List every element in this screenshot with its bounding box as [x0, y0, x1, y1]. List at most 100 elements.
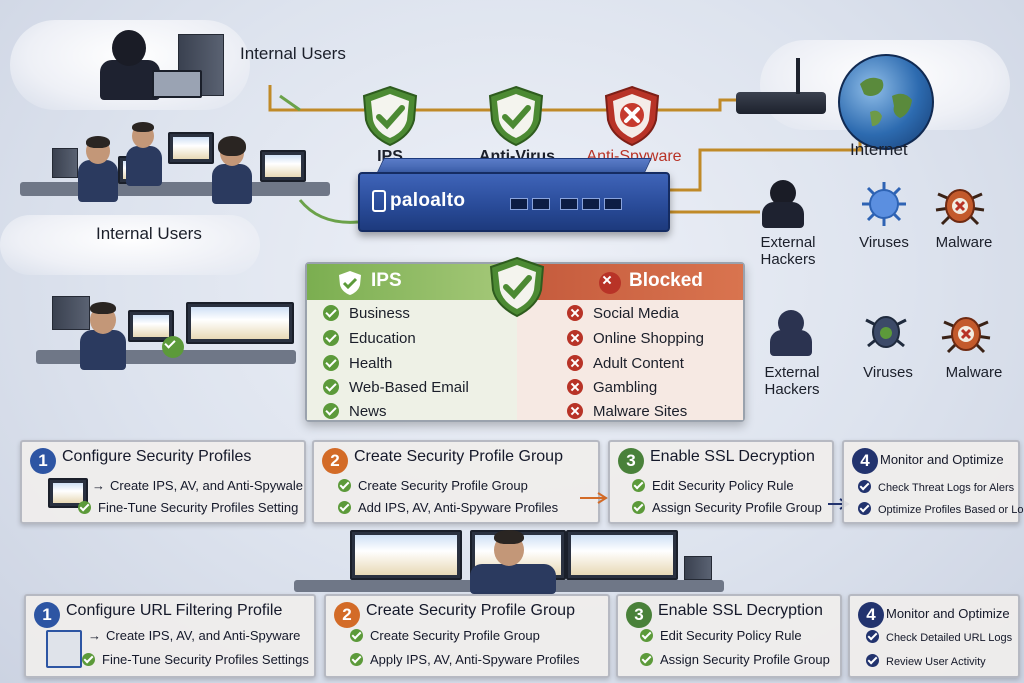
port-4 — [582, 198, 600, 210]
step-number: 4 — [858, 602, 884, 628]
allowed-item: Business — [323, 304, 410, 324]
blocked-item: Gambling — [567, 378, 657, 398]
arrow-right-icon: → — [88, 628, 101, 643]
shield-x-icon — [604, 85, 660, 147]
monitor-bottom-3 — [566, 530, 678, 580]
shield-ips — [358, 84, 422, 148]
port-3 — [560, 198, 578, 210]
step-item: Apply IPS, AV, Anti-Spyware Profiles — [350, 652, 580, 667]
blocked-item: Online Shopping — [567, 329, 704, 349]
step-item: Optimize Profiles Based or Logs — [858, 502, 1024, 516]
step-item: Check Detailed URL Logs — [866, 630, 1012, 644]
step-card-4-row1: 4 Monitor and Optimize Check Threat Logs… — [842, 440, 1024, 524]
user-icon-3 — [212, 164, 252, 204]
policy-allow-body — [307, 300, 517, 420]
desk-left — [20, 182, 330, 196]
phone-icon — [684, 556, 712, 580]
step-number: 3 — [626, 602, 652, 628]
step-number: 4 — [852, 448, 878, 474]
admin-user-hair — [494, 530, 524, 544]
check-icon — [350, 653, 363, 666]
arrow-right-icon: → — [92, 478, 105, 493]
step-item: Edit Security Policy Rule — [632, 478, 794, 493]
virus-icon-2 — [862, 306, 910, 354]
policy-block-title: Blocked — [629, 270, 703, 291]
blocked-x-icon — [567, 403, 583, 419]
allowed-check-icon — [323, 330, 339, 346]
port-2 — [532, 198, 550, 210]
verified-check-icon — [162, 336, 184, 358]
shield-av — [484, 84, 548, 148]
port-1 — [510, 198, 528, 210]
threat-label-hackers-1: External Hackers — [760, 234, 816, 268]
policy-block-body — [517, 300, 743, 420]
user-icon-mid — [80, 330, 126, 370]
allowed-item: News — [323, 402, 387, 422]
check-icon — [632, 479, 645, 492]
user-icon-1 — [78, 160, 118, 202]
shield-check-icon — [488, 85, 544, 147]
router-icon — [736, 92, 826, 114]
user-hair-2 — [132, 122, 154, 132]
monitor-2 — [168, 132, 214, 164]
step-item: Fine-Tune Security Profiles Settings — [82, 652, 309, 667]
allowed-check-icon — [323, 305, 339, 321]
threat-label-hackers-2: External Hackers — [764, 364, 820, 398]
check-icon — [866, 654, 879, 667]
admin-user-icon — [470, 564, 556, 594]
check-icon — [866, 630, 879, 643]
policy-allow-shield-icon — [337, 270, 363, 301]
allowed-check-icon — [323, 355, 339, 371]
blocked-item: Adult Content — [567, 354, 684, 374]
monitor-icon — [48, 478, 88, 508]
step-item: Create Security Profile Group — [338, 478, 528, 493]
url-policy-panel: IPS Blocked Business Education Health We… — [305, 256, 745, 422]
step-card-3-row1: 3 Enable SSL Decryption Edit Security Po… — [608, 440, 834, 524]
step-item: Add IPS, AV, Anti-Spyware Profiles — [338, 500, 558, 515]
internal-users-left-label: Internal Users — [96, 224, 202, 243]
router-antenna — [796, 58, 800, 94]
step-item: Edit Security Policy Rule — [640, 628, 802, 643]
step-card-2-row1: 2 Create Security Profile Group Create S… — [312, 440, 600, 524]
step-title: Monitor and Optimize — [886, 606, 1010, 621]
step-number: 2 — [334, 602, 360, 628]
allowed-item: Web-Based Email — [323, 378, 469, 398]
allowed-item: Health — [323, 354, 392, 374]
check-icon — [338, 501, 351, 514]
step-item: Assign Security Profile Group — [640, 652, 830, 667]
step-title: Monitor and Optimize — [880, 452, 1004, 467]
step-item: →Create IPS, AV, and Anti-Spyware — [88, 628, 301, 643]
step-title: Enable SSL Decryption — [658, 602, 823, 619]
monitor-mid-2 — [186, 302, 294, 344]
user-hair-1 — [86, 136, 110, 148]
step-title: Enable SSL Decryption — [650, 448, 815, 465]
policy-allow-title: IPS — [371, 270, 402, 291]
monitor-bottom-1 — [350, 530, 462, 580]
blocked-x-icon — [567, 305, 583, 321]
allowed-check-icon — [323, 403, 339, 419]
policy-block-x-icon — [599, 272, 621, 294]
step-number: 3 — [618, 448, 644, 474]
check-icon — [82, 653, 95, 666]
malware-bug-icon-1 — [934, 180, 986, 228]
cloud-left-mid — [0, 215, 260, 275]
blocked-item: Social Media — [567, 304, 679, 324]
step-card-1-row2: 1 Configure URL Filtering Profile →Creat… — [24, 594, 316, 678]
step-title: Configure URL Filtering Profile — [66, 602, 283, 619]
firewall-brand-icon — [372, 190, 386, 212]
document-stack-icon — [46, 630, 82, 668]
allowed-check-icon — [323, 379, 339, 395]
step-item: Check Threat Logs for Alers — [858, 480, 1014, 494]
step-number: 1 — [30, 448, 56, 474]
hooded-user-head — [112, 30, 146, 66]
step-card-1-row1: 1 Configure Security Profiles →Create IP… — [20, 440, 306, 524]
globe-icon — [838, 54, 934, 150]
blocked-x-icon — [567, 330, 583, 346]
user-hair-mid — [90, 302, 116, 314]
palo-alto-firewall: paloalto — [358, 172, 670, 232]
step-title: Create Security Profile Group — [366, 602, 575, 619]
malware-bug-icon-2 — [940, 308, 992, 356]
hooded-user-icon — [100, 60, 160, 100]
threat-label-malware-1: Malware — [935, 234, 993, 251]
step-item: Create Security Profile Group — [350, 628, 540, 643]
